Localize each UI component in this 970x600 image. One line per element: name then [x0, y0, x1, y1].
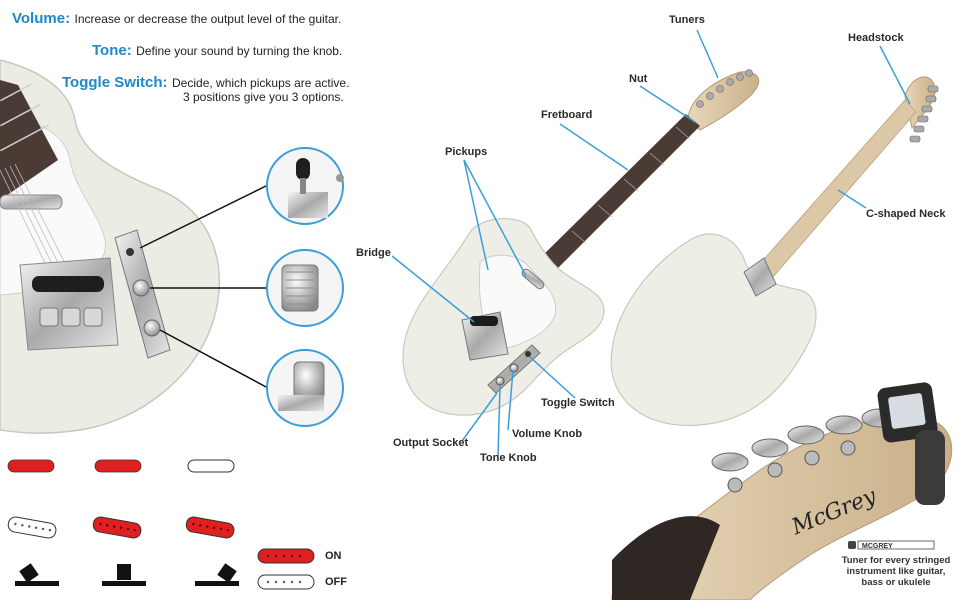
tone-text: Define your sound by turning the knob.	[136, 44, 343, 58]
toggle-description: Toggle Switch: Decide, which pickups are…	[62, 74, 349, 92]
tone-description: Tone: Define your sound by turning the k…	[92, 42, 342, 60]
closeup-guitar	[0, 59, 269, 434]
tuner-caption-line3: bass or ukulele	[861, 577, 931, 588]
toggle-detail-circle	[266, 147, 344, 225]
label-pickups: Pickups	[445, 146, 488, 158]
volume-heading: Volume:	[12, 10, 71, 27]
volume-knob-detail-circle	[266, 249, 344, 327]
label-c-shaped-neck: C-shaped Neck	[866, 208, 946, 220]
label-bridge: Bridge	[356, 247, 391, 259]
label-tuners: Tuners	[669, 14, 705, 26]
toggle-heading: Toggle Switch:	[62, 74, 168, 91]
label-toggle-switch: Toggle Switch	[541, 397, 615, 409]
legend-off: OFF	[325, 576, 347, 588]
tuner-caption: Tuner for every stringed instrument like…	[836, 555, 956, 588]
front-guitar	[402, 69, 760, 416]
label-output-socket: Output Socket	[393, 437, 469, 449]
tuner-caption-line1: Tuner for every stringed	[841, 555, 951, 566]
legend-on: ON	[325, 550, 342, 562]
brand-logo-text: MCGREY	[862, 543, 893, 550]
tuner-caption-line2: instrument like guitar,	[846, 566, 946, 577]
toggle-text-line1: Decide, which pickups are active.	[172, 76, 350, 90]
toggle-text-line2: 3 positions give you 3 options.	[183, 90, 344, 104]
label-nut: Nut	[629, 73, 648, 85]
volume-description: Volume: Increase or decrease the output …	[12, 10, 341, 28]
back-guitar	[610, 76, 939, 427]
tone-heading: Tone:	[92, 42, 132, 59]
headstock-closeup	[611, 382, 953, 600]
pickup-legend	[7, 459, 315, 590]
label-fretboard: Fretboard	[541, 109, 593, 121]
label-tone-knob: Tone Knob	[480, 452, 537, 464]
volume-text: Increase or decrease the output level of…	[74, 12, 342, 26]
tone-knob-detail-circle	[266, 349, 344, 427]
callout-lines	[391, 29, 911, 457]
label-headstock: Headstock	[848, 32, 904, 44]
label-volume-knob: Volume Knob	[512, 428, 583, 440]
